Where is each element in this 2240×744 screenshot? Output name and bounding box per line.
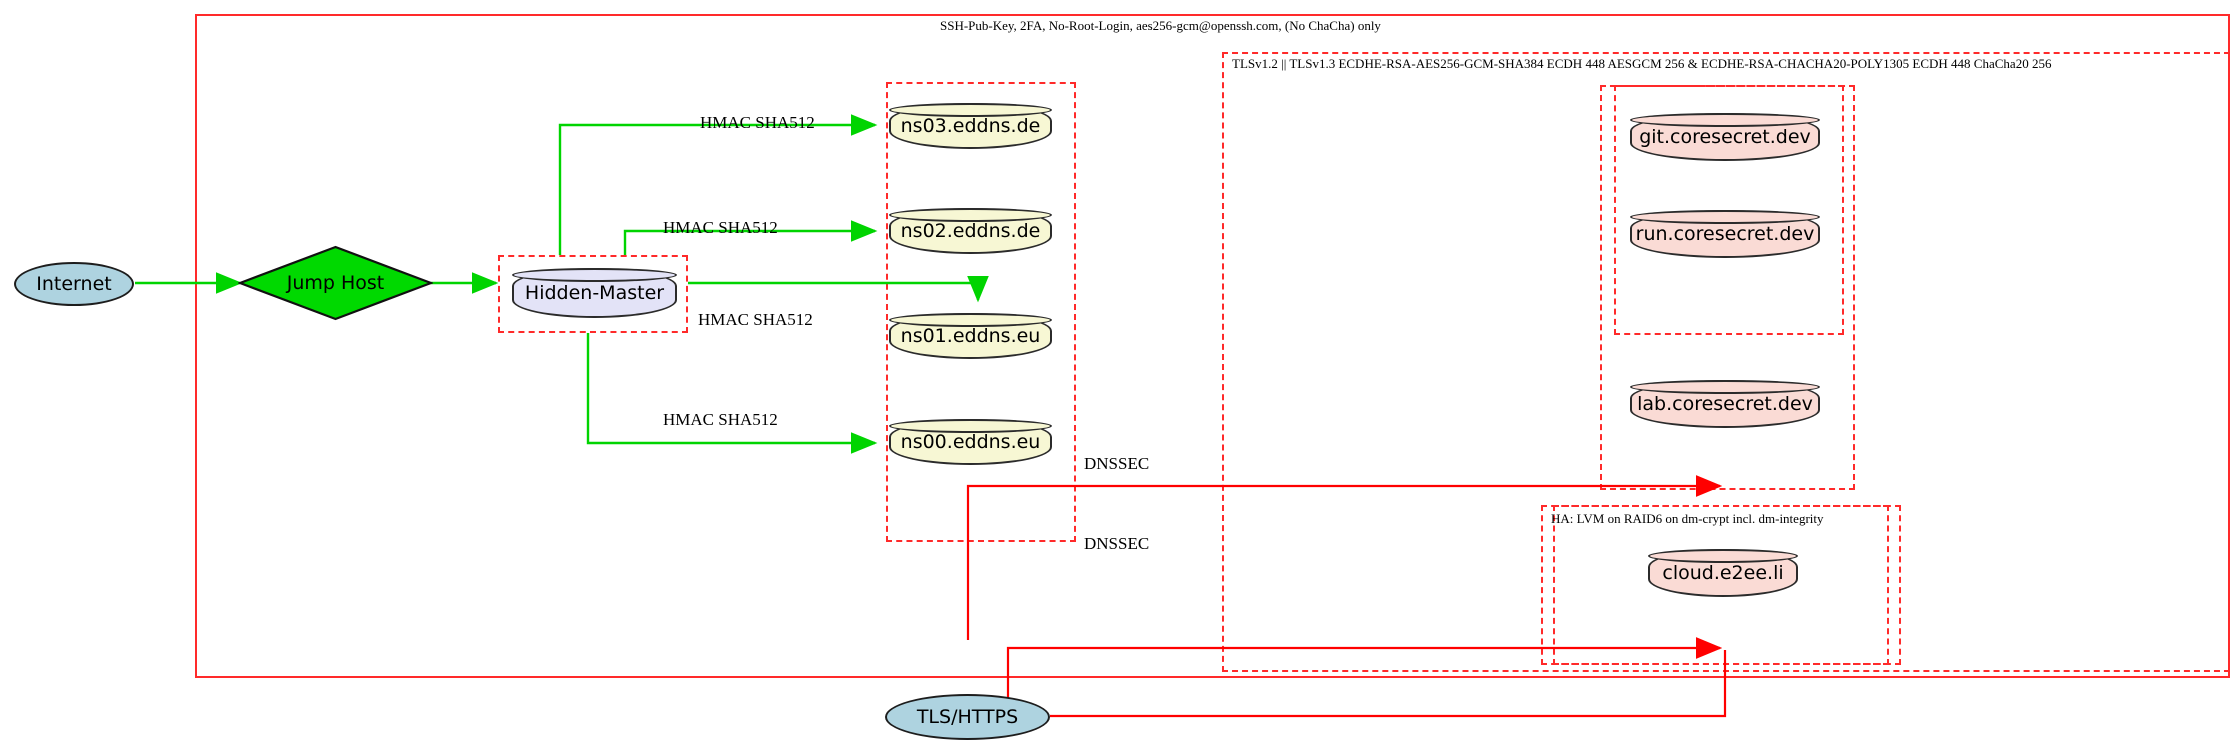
node-jumphost[interactable]: Jump Host [238, 245, 433, 321]
cluster-hidden-master-box [498, 255, 688, 333]
node-ns01[interactable]: ns01.eddns.eu [889, 313, 1052, 359]
node-run-coresecret[interactable]: run.coresecret.dev [1630, 210, 1820, 258]
cluster-ssh-policy-label: SSH-Pub-Key, 2FA, No-Root-Login, aes256-… [940, 18, 1381, 33]
node-ns01-label: ns01.eddns.eu [900, 325, 1041, 347]
node-git-coresecret[interactable]: git.coresecret.dev [1630, 113, 1820, 161]
edge-master-ns00 [586, 333, 878, 454]
cluster-coresecret-inner [1614, 85, 1844, 335]
node-tls-https-label: TLS/HTTPS [916, 706, 1019, 728]
node-tls-https[interactable]: TLS/HTTPS [885, 694, 1050, 740]
cluster-tls-policy-label: TLSv1.2 || TLSv1.3 ECDHE-RSA-AES256-GCM-… [1232, 56, 2052, 71]
edge-master-ns01 [688, 276, 989, 303]
node-internet[interactable]: Internet [14, 262, 134, 306]
edge-dnssec-cloud [1006, 637, 1723, 716]
edge-master-ns02 [623, 220, 878, 255]
edge-label-hmac-ns03: HMAC SHA512 [700, 113, 815, 132]
node-ns02-label: ns02.eddns.de [900, 220, 1041, 242]
diamond-shape [238, 245, 433, 321]
node-git-coresecret-label: git.coresecret.dev [1639, 126, 1811, 148]
edge-label-dnssec-1: DNSSEC [1084, 454, 1150, 473]
cluster-ha-label: HA: LVM on RAID6 on dm-crypt incl. dm-in… [1551, 511, 1824, 526]
node-ns03-label: ns03.eddns.de [900, 115, 1041, 137]
node-lab-coresecret[interactable]: lab.coresecret.dev [1630, 380, 1820, 428]
node-run-coresecret-label: run.coresecret.dev [1635, 223, 1815, 245]
cluster-nameservers-box [886, 82, 1076, 542]
node-cloud-e2ee[interactable]: cloud.e2ee.li [1648, 549, 1798, 597]
node-ns00-label: ns00.eddns.eu [900, 431, 1041, 453]
node-lab-coresecret-label: lab.coresecret.dev [1637, 393, 1813, 415]
cluster-cloud-box [1553, 505, 1889, 665]
node-ns03[interactable]: ns03.eddns.de [889, 103, 1052, 149]
node-ns02[interactable]: ns02.eddns.de [889, 208, 1052, 254]
edge-label-dnssec-2: DNSSEC [1084, 534, 1150, 553]
node-jumphost-label: Jump Host [286, 272, 385, 294]
node-hidden-master[interactable]: Hidden-Master [512, 268, 677, 318]
edge-label-hmac-ns01: HMAC SHA512 [698, 310, 813, 329]
node-internet-label: Internet [36, 273, 112, 295]
edge-dnssec-coresecret [966, 475, 1723, 640]
edge-tlshttps-out [1050, 650, 1727, 718]
edge-label-hmac-ns02: HMAC SHA512 [663, 218, 778, 237]
edge-master-ns03 [558, 114, 878, 255]
edge-label-hmac-ns00: HMAC SHA512 [663, 410, 778, 429]
node-ns00[interactable]: ns00.eddns.eu [889, 419, 1052, 465]
node-cloud-e2ee-label: cloud.e2ee.li [1662, 562, 1784, 584]
node-hidden-master-label: Hidden-Master [524, 282, 665, 304]
